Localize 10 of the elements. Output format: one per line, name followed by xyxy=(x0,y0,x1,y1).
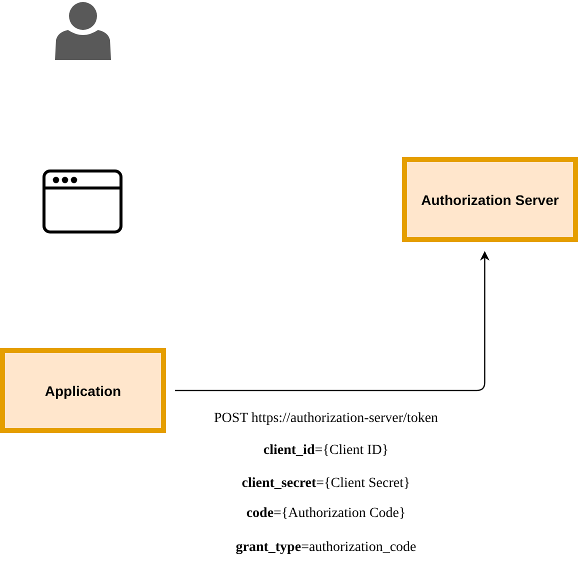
request-parameter: code={Authorization Code} xyxy=(245,506,407,522)
request-parameter: POST https://authorization-server/token xyxy=(212,411,440,427)
node-label: Authorization Server xyxy=(421,192,559,208)
request-parameter: grant_type=authorization_code xyxy=(234,540,418,556)
arrow xyxy=(175,251,490,392)
process-box xyxy=(402,157,578,242)
request-parameter: client_id={Client ID} xyxy=(262,443,390,459)
node-label: Application xyxy=(44,382,122,398)
process-box xyxy=(0,348,166,433)
request-parameter: client_secret={Client Secret} xyxy=(240,476,412,492)
